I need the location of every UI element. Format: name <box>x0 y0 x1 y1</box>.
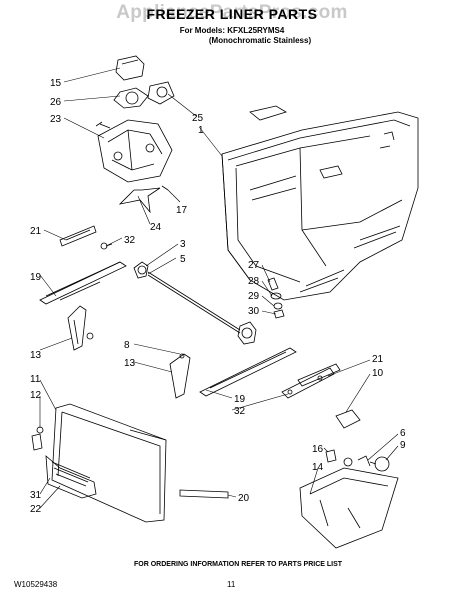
callout-16: 16 <box>312 444 324 455</box>
callout-1: 1 <box>198 125 204 136</box>
callout-25: 25 <box>192 113 204 124</box>
callout-labels: 15 26 23 25 1 17 24 21 32 3 5 19 27 28 2… <box>30 78 406 515</box>
callout-12: 12 <box>30 390 42 401</box>
freezer-liner <box>221 105 419 301</box>
callout-23: 23 <box>50 114 62 125</box>
callout-22: 22 <box>30 504 42 515</box>
callout-29: 29 <box>248 291 260 302</box>
callout-19-lower: 19 <box>234 394 246 405</box>
leader-lines <box>39 67 399 509</box>
lower-slide-rail <box>86 332 335 399</box>
drawer-front-panel <box>31 403 229 523</box>
callout-3: 3 <box>180 239 186 250</box>
watermark: AppliancePartsPros.com <box>116 2 348 23</box>
models-line: For Models: KFXL25RYMS4 <box>179 26 285 35</box>
callout-30: 30 <box>248 306 260 317</box>
upper-slide-rail <box>59 225 113 250</box>
callout-21-lower: 21 <box>372 354 384 365</box>
fan-motor-assembly <box>95 55 175 214</box>
callout-8: 8 <box>124 340 130 351</box>
callout-32-upper: 32 <box>124 235 136 246</box>
callout-31: 31 <box>30 490 42 501</box>
callout-28: 28 <box>248 276 260 287</box>
finish-line: (Monochromatic Stainless) <box>208 36 312 45</box>
callout-19-upper: 19 <box>30 272 42 283</box>
callout-15: 15 <box>50 78 62 89</box>
callout-11: 11 <box>30 374 41 385</box>
callout-10: 10 <box>372 368 384 379</box>
callout-13-left: 13 <box>30 350 42 361</box>
callout-20: 20 <box>238 493 250 504</box>
ordering-note: FOR ORDERING INFORMATION REFER TO PARTS … <box>134 561 343 568</box>
callout-9: 9 <box>400 440 406 451</box>
page-title: FREEZER LINER PARTS <box>146 6 318 22</box>
drawer-slide-and-shaft <box>39 261 257 351</box>
bottom-tray-assembly <box>297 363 399 549</box>
callout-26: 26 <box>50 97 62 108</box>
doc-number: W10529438 <box>14 580 58 589</box>
callout-27: 27 <box>248 260 260 271</box>
callout-21-upper: 21 <box>30 226 42 237</box>
page-number: 11 <box>227 580 236 589</box>
callout-17: 17 <box>176 205 188 216</box>
callout-32-lower: 32 <box>234 406 246 417</box>
callout-5: 5 <box>180 254 186 265</box>
callout-13-center: 13 <box>124 358 136 369</box>
callout-24: 24 <box>150 222 162 233</box>
shelf-support-parts <box>267 277 285 319</box>
callout-14: 14 <box>312 462 324 473</box>
callout-6: 6 <box>400 428 406 439</box>
